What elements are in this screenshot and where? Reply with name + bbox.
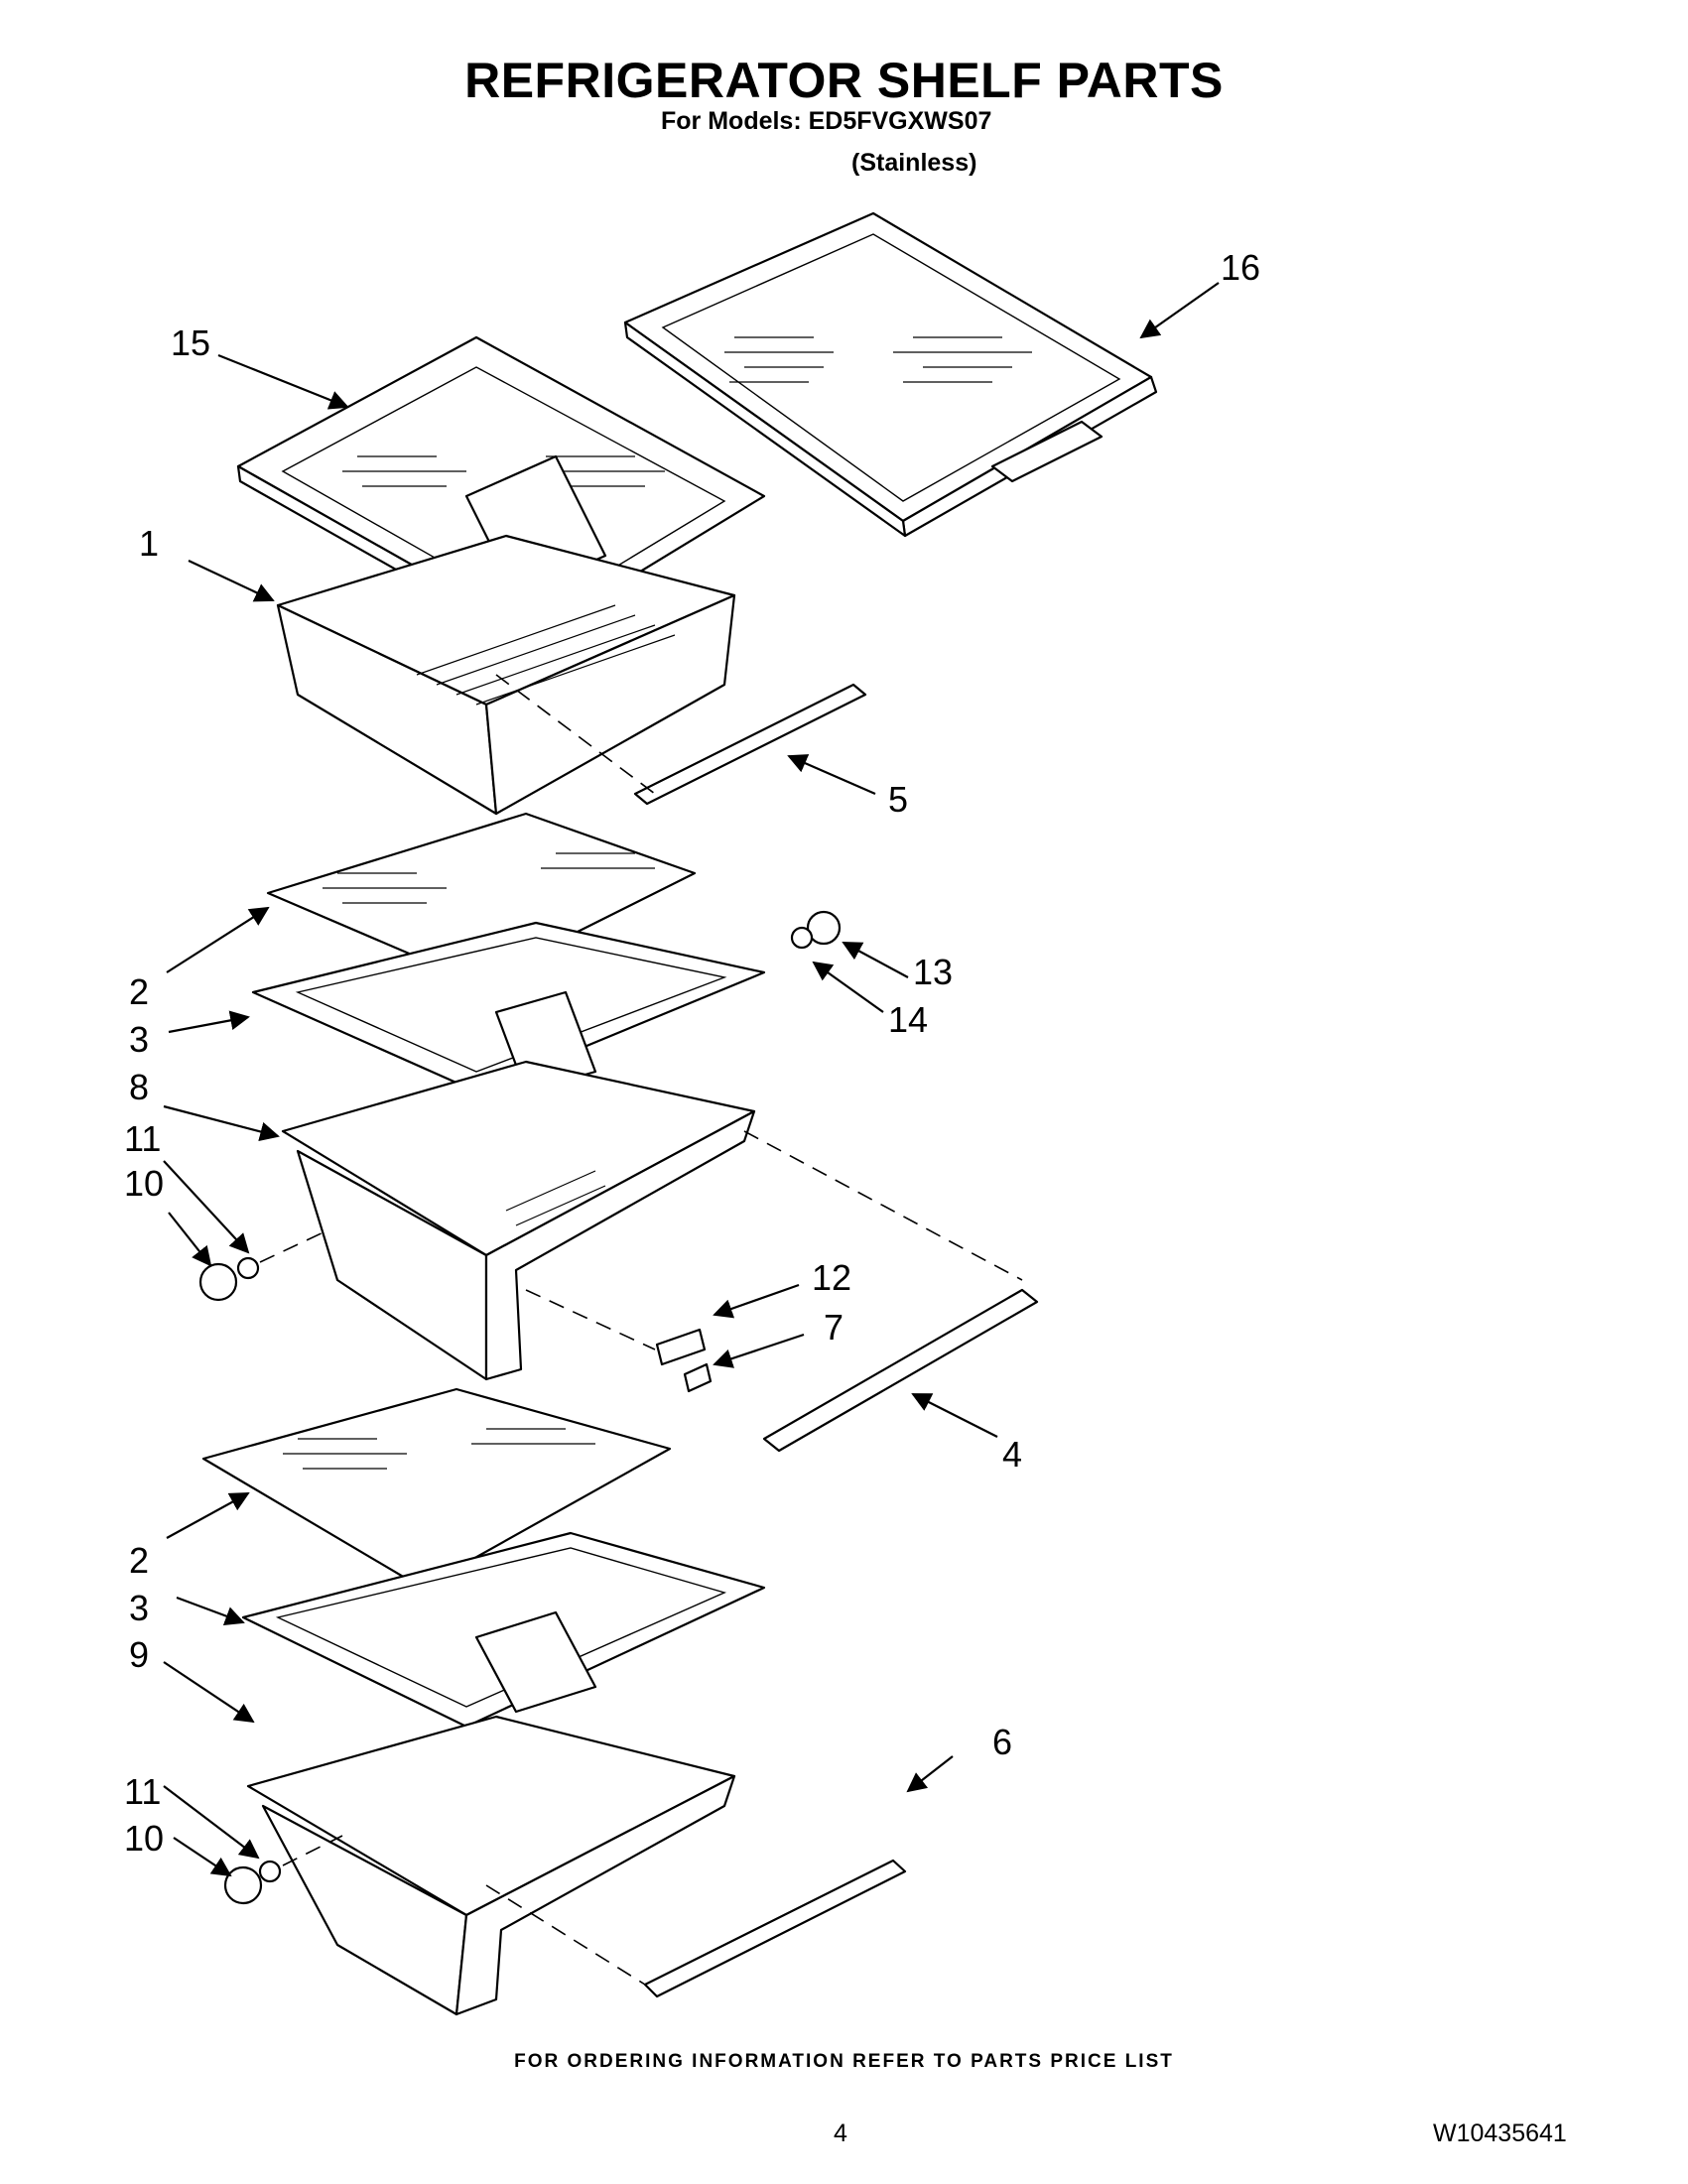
callout-10-lower: 10 xyxy=(124,1818,164,1859)
part-12-7-clips xyxy=(525,1289,713,1393)
part-8-drawer-upper xyxy=(281,1060,756,1381)
callout-2: 2 xyxy=(129,971,149,1012)
models-line: For Models: ED5FVGXWS07 xyxy=(661,107,992,135)
callout-3-lower: 3 xyxy=(129,1588,149,1628)
callout-12: 12 xyxy=(812,1257,851,1298)
callout-labels: 15 16 1 5 2 13 14 3 8 11 10 12 7 4 2 3 9… xyxy=(124,247,1260,1859)
document-id: W10435641 xyxy=(1433,2120,1567,2147)
callout-7: 7 xyxy=(824,1307,844,1348)
callout-8: 8 xyxy=(129,1067,149,1107)
callout-9: 9 xyxy=(129,1634,149,1675)
part-9-drawer-lower xyxy=(246,1715,736,2016)
part-2-glass-lower xyxy=(201,1387,672,1590)
leader-lines xyxy=(163,282,1220,1877)
callout-1: 1 xyxy=(139,523,159,564)
callout-5: 5 xyxy=(888,779,908,820)
part-13-14-roller xyxy=(790,910,842,950)
callout-3: 3 xyxy=(129,1019,149,1060)
part-10-11-roller-lower xyxy=(223,1835,343,1905)
callout-15: 15 xyxy=(171,322,210,363)
finish-line: (Stainless) xyxy=(851,149,977,177)
part-3-frame-lower xyxy=(241,1531,766,1729)
callout-13: 13 xyxy=(913,952,953,992)
callout-2-lower: 2 xyxy=(129,1540,149,1581)
callout-14: 14 xyxy=(888,999,928,1040)
part-3-frame-upper xyxy=(251,921,766,1093)
callout-11: 11 xyxy=(124,1118,161,1159)
page-title: REFRIGERATOR SHELF PARTS xyxy=(464,53,1224,108)
callout-16: 16 xyxy=(1221,247,1260,288)
callout-6: 6 xyxy=(992,1722,1012,1762)
ordering-note: FOR ORDERING INFORMATION REFER TO PARTS … xyxy=(514,2051,1174,2072)
part-2-glass-upper xyxy=(266,812,697,984)
part-16-shelf xyxy=(623,211,1158,538)
page-number: 4 xyxy=(834,2120,847,2147)
callout-10: 10 xyxy=(124,1163,164,1204)
part-5-trim xyxy=(495,674,867,806)
callout-11-lower: 11 xyxy=(124,1771,161,1812)
part-10-11-roller-upper xyxy=(198,1229,328,1302)
part-4-trim xyxy=(743,1130,1039,1453)
part-1-crisper-tray xyxy=(276,534,736,816)
callout-4: 4 xyxy=(1002,1434,1022,1475)
part-6-trim xyxy=(485,1859,907,1998)
